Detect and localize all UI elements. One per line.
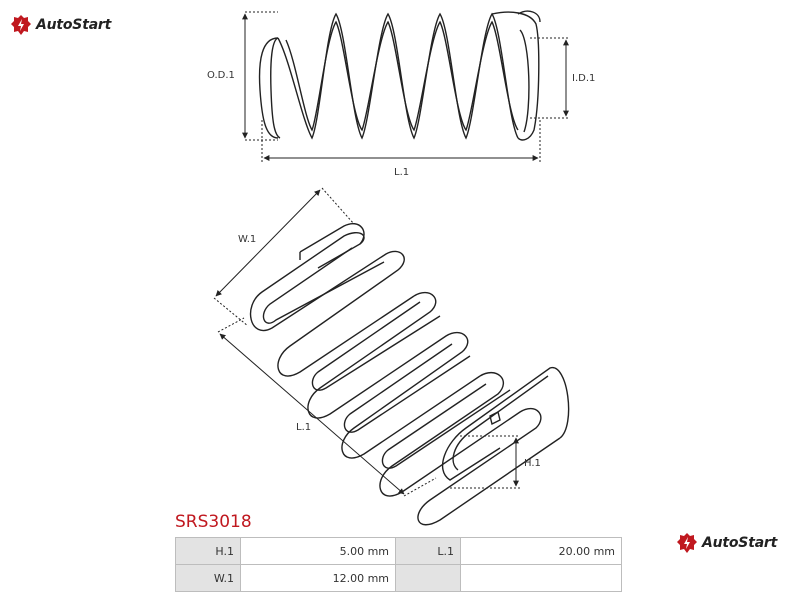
id-label: I.D.1	[572, 73, 595, 84]
table-row: H.1 5.00 mm L.1 20.00 mm	[175, 537, 622, 565]
specs-table: H.1 5.00 mm L.1 20.00 mm W.1 12.00 mm	[175, 537, 622, 592]
spec-value: 20.00 mm	[460, 537, 622, 565]
l-top-label: L.1	[394, 167, 409, 178]
spring-side-view	[258, 10, 541, 141]
brand-name: AutoStart	[702, 535, 778, 551]
h-label: H.1	[524, 458, 541, 469]
od-dimension: O.D.1	[207, 11, 278, 141]
h-dimension: H.1	[450, 435, 541, 489]
gear-logo-icon	[677, 533, 697, 553]
brand-logo-bottom: AutoStart	[676, 532, 777, 554]
spec-key	[395, 564, 461, 592]
gear-logo-icon	[11, 15, 31, 35]
w-dimension: W.1	[213, 187, 355, 327]
spec-value	[460, 564, 622, 592]
part-code: SRS3018	[175, 512, 252, 532]
od-label: O.D.1	[207, 70, 235, 81]
l-bottom-dimension: L.1	[217, 317, 437, 497]
spec-value: 12.00 mm	[240, 564, 396, 592]
brand-name: AutoStart	[36, 17, 112, 33]
spec-value: 5.00 mm	[240, 537, 396, 565]
spec-key: L.1	[395, 537, 461, 565]
l-top-dimension: L.1	[261, 120, 541, 178]
spec-key: H.1	[175, 537, 241, 565]
id-dimension: I.D.1	[530, 37, 595, 119]
spec-key: W.1	[175, 564, 241, 592]
brand-logo-top: AutoStart	[10, 14, 111, 36]
w-label: W.1	[238, 234, 256, 245]
table-row: W.1 12.00 mm	[175, 564, 622, 592]
l-bottom-label: L.1	[296, 422, 311, 433]
spring-isometric-view	[249, 223, 570, 526]
